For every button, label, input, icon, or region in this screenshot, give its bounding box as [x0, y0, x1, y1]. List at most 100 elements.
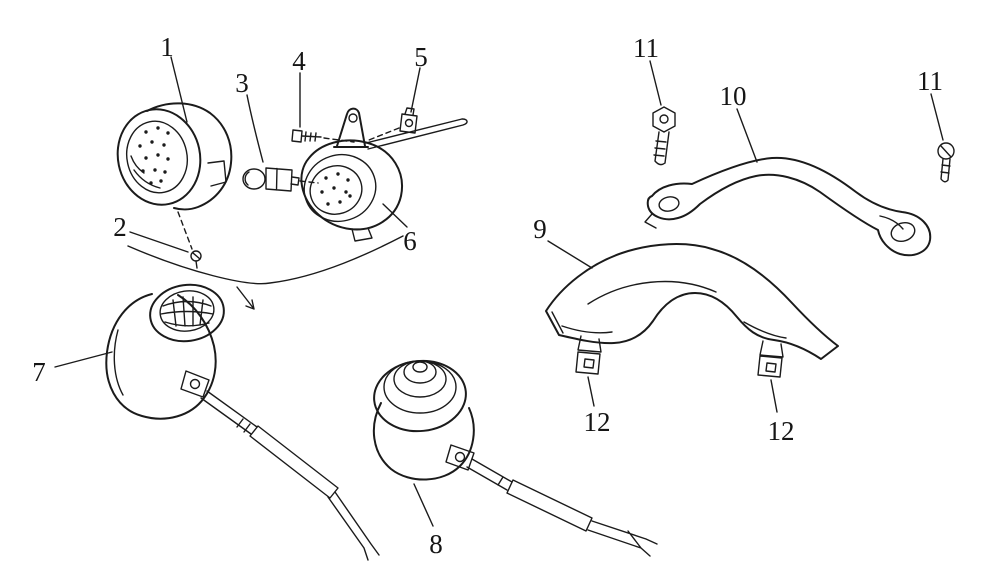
part-3-bolt-clamp	[242, 167, 300, 192]
callout-8-label: 8	[429, 529, 443, 559]
leader-lines	[54, 56, 944, 527]
housing-dots	[320, 172, 352, 206]
hinge-bolt	[454, 451, 466, 463]
screw-head	[291, 129, 303, 143]
right-inner-line	[879, 215, 904, 230]
part-6-lamp-housing	[300, 107, 468, 242]
stem-tube	[506, 479, 593, 532]
harness-line	[127, 235, 404, 285]
housing-outline	[300, 139, 403, 231]
coil-ring-2	[383, 360, 457, 414]
harness-curve	[127, 235, 404, 310]
bracket	[333, 107, 369, 148]
part-12-fastener-left	[575, 335, 602, 375]
opening-rim	[303, 154, 377, 222]
fastener-tab	[759, 340, 784, 358]
hex-head	[652, 106, 676, 133]
part-2-screw	[190, 250, 202, 269]
alignment-dashes-5-6	[368, 127, 400, 141]
clamp-body	[265, 167, 293, 192]
leader-line-12-left	[587, 376, 595, 407]
screw-shank	[301, 131, 322, 142]
callout-2-label: 2	[113, 212, 127, 242]
body-outline	[105, 293, 217, 420]
callout-1-label: 1	[160, 32, 174, 62]
leader-line-2	[129, 231, 189, 253]
clip-tab	[404, 107, 415, 116]
right-lobe-line	[743, 321, 787, 339]
clamp-nub	[290, 176, 300, 186]
bolt-head	[937, 142, 955, 160]
body-outline	[146, 102, 233, 211]
head-boss	[659, 114, 669, 124]
leader-line-5	[410, 67, 421, 113]
bracket-hole	[348, 113, 358, 123]
panel-edge-line	[551, 311, 564, 334]
part-8-lamp-assembly-right	[372, 359, 658, 557]
part-11-bolt-right	[937, 142, 955, 183]
leader-line-1	[170, 56, 188, 123]
callout-4-label: 4	[292, 46, 306, 76]
lens-dots	[138, 126, 170, 185]
callout-11-left-label: 11	[633, 33, 659, 63]
part-7-lamp-assembly-left	[105, 283, 380, 561]
callout-7-label: 7	[32, 357, 46, 387]
callout-labels: 1 2 3 4 5 6 7 8 9 10 11 11 12 12	[32, 32, 943, 559]
leader-line-11-left	[649, 60, 662, 106]
bolt-shank	[940, 145, 952, 183]
fastener-hole	[583, 358, 595, 369]
fastener-hole	[765, 362, 777, 373]
clamp-eye	[242, 168, 266, 190]
strap-outline	[646, 156, 932, 257]
stem-rod	[466, 458, 513, 491]
stem-tube	[249, 425, 339, 499]
callout-10-label: 10	[720, 81, 747, 111]
body-outline	[372, 402, 475, 481]
part-4-screw	[291, 129, 322, 143]
opening-inner	[309, 165, 363, 215]
dome-rim	[149, 283, 225, 343]
callout-11-right-label: 11	[917, 66, 943, 96]
clip-body	[399, 113, 418, 134]
panel-outline	[545, 243, 839, 360]
callout-3-label: 3	[235, 68, 249, 98]
stem-tail	[327, 491, 380, 561]
screw-slot	[192, 252, 201, 269]
hinge-bolt	[189, 378, 201, 390]
leader-line-10	[736, 108, 758, 163]
lens-hatching	[130, 155, 161, 189]
hinge-bracket	[445, 444, 475, 471]
body-thickness-line	[113, 329, 124, 396]
left-lobe-line	[561, 325, 613, 334]
front-rim	[116, 108, 202, 206]
alignment-dashes-3-6	[299, 180, 319, 184]
part-9-cover-panel	[545, 243, 839, 360]
left-mount-hole	[658, 196, 680, 212]
leader-line-6	[382, 203, 408, 228]
leader-line-8	[413, 483, 434, 527]
right-mount-hole	[890, 221, 916, 243]
part-11-bolt-left	[652, 106, 676, 166]
terminal-step	[207, 160, 227, 187]
left-notch	[644, 213, 657, 229]
fastener-plate	[575, 351, 601, 375]
coil-ring-4	[403, 360, 437, 384]
alignment-dashes-4-6	[323, 137, 355, 143]
coil-ring-3	[393, 360, 447, 398]
part-10-stay-bracket	[644, 156, 932, 257]
coil-cap	[412, 361, 428, 373]
part-1-lamp-unit	[116, 102, 233, 211]
bottom-tab	[351, 227, 373, 242]
leader-line-7	[54, 351, 113, 368]
dome-mesh	[160, 296, 214, 327]
dome-inner-rim	[159, 290, 215, 332]
stay-rod	[365, 118, 468, 150]
callout-5-label: 5	[414, 42, 428, 72]
leader-line-11-right	[930, 93, 944, 141]
leader-line-9	[547, 240, 593, 269]
fastener-tab	[577, 335, 602, 353]
stem-rod	[200, 390, 258, 435]
callout-12-right-label: 12	[768, 416, 795, 446]
